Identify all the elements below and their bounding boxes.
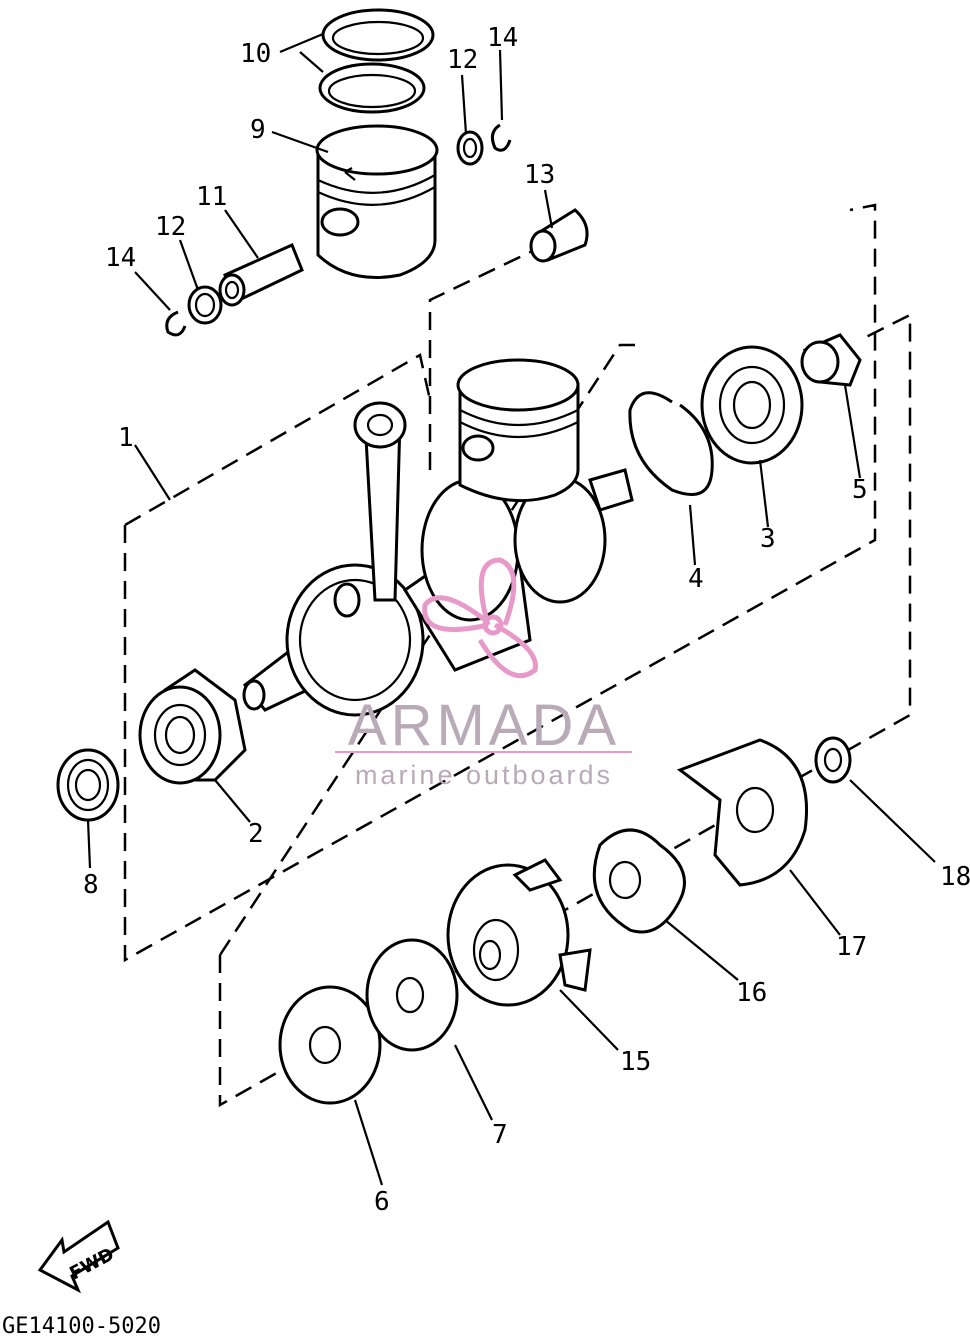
piston-pin bbox=[218, 242, 304, 307]
callout-14-left: 14 bbox=[105, 243, 136, 273]
callout-8: 8 bbox=[83, 870, 99, 900]
callout-16: 16 bbox=[736, 978, 767, 1008]
callout-14-top: 14 bbox=[487, 23, 518, 53]
plates bbox=[278, 938, 459, 1105]
armada-logo-icon bbox=[422, 557, 538, 679]
callout-12-top: 12 bbox=[447, 45, 478, 75]
callout-7: 7 bbox=[492, 1120, 508, 1150]
callout-11: 11 bbox=[196, 182, 227, 212]
watermark-brand: ARMADA bbox=[348, 693, 620, 758]
watermark-tagline: marine outboards bbox=[355, 760, 613, 790]
coupling-parts bbox=[446, 736, 852, 1007]
clips-and-washers bbox=[165, 123, 589, 337]
callout-12-left: 12 bbox=[155, 212, 186, 242]
armada-watermark: ARMADA marine outboards bbox=[335, 557, 632, 790]
callout-10: 10 bbox=[240, 39, 271, 69]
callout-9: 9 bbox=[250, 115, 266, 145]
callout-18: 18 bbox=[940, 862, 970, 892]
callout-17: 17 bbox=[836, 932, 867, 962]
callout-3: 3 bbox=[760, 524, 776, 554]
leader-lines bbox=[86, 32, 936, 1186]
callout-13: 13 bbox=[524, 160, 555, 190]
main-bearings bbox=[628, 333, 862, 496]
piston-assembled bbox=[456, 358, 580, 503]
callout-5: 5 bbox=[852, 475, 868, 505]
callout-2: 2 bbox=[248, 819, 264, 849]
piston bbox=[315, 124, 439, 279]
fwd-arrow-icon: FWD bbox=[37, 1219, 120, 1294]
callout-numbers: 10 9 12 14 11 12 14 13 1 2 3 4 5 6 7 8 1… bbox=[83, 23, 970, 1217]
diagram-code: GE14100-5020 bbox=[2, 1314, 161, 1337]
piston-rings bbox=[318, 8, 435, 114]
crank-bearing-and-seal bbox=[56, 668, 247, 822]
callout-1: 1 bbox=[118, 423, 134, 453]
crankshaft-assembly bbox=[242, 401, 634, 717]
callout-4: 4 bbox=[688, 564, 704, 594]
callout-15: 15 bbox=[620, 1047, 651, 1077]
assembly-group-lines bbox=[123, 203, 912, 1108]
callout-6: 6 bbox=[374, 1187, 390, 1217]
